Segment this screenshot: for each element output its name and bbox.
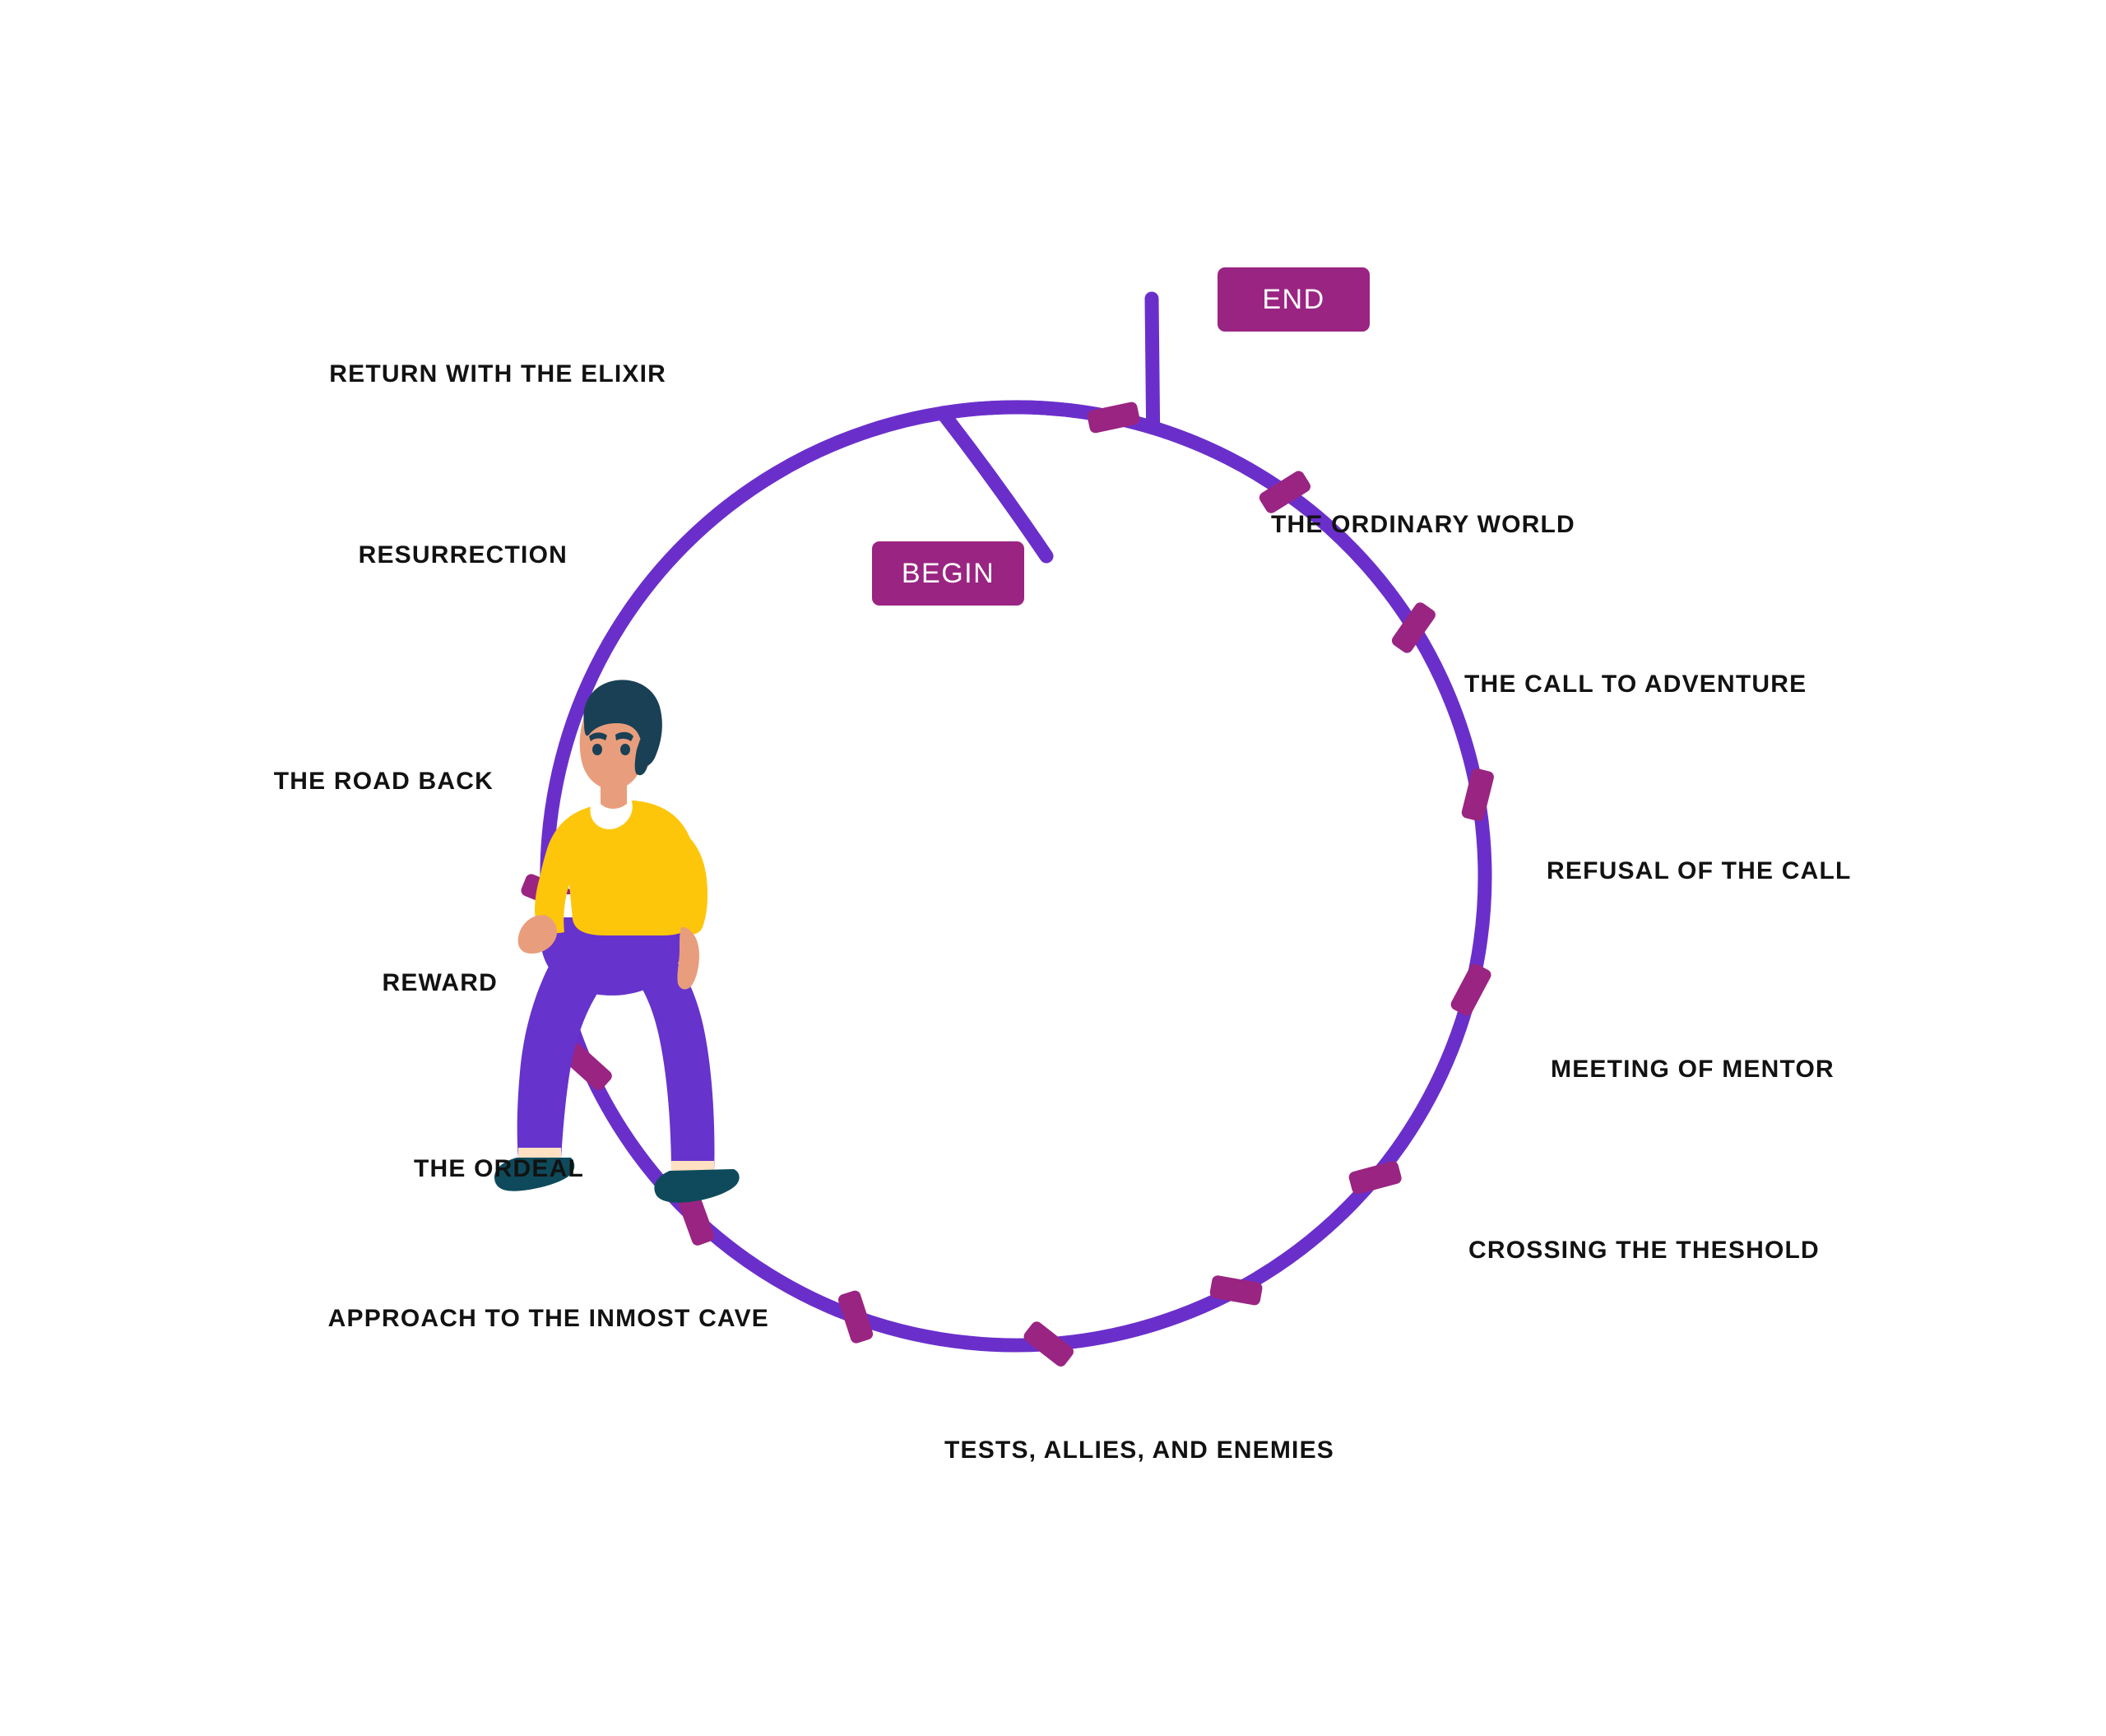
begin-badge[interactable]: BEGIN <box>872 541 1024 606</box>
stage-tick-8[interactable] <box>1022 1319 1076 1368</box>
stage-label-3: REFUSAL OF THE CALL <box>1547 857 1852 884</box>
stage-tick-group <box>521 401 1495 1368</box>
stage-label-7: APPROACH TO THE INMOST CAVE <box>327 1305 769 1332</box>
stage-label-11: RESURRECTION <box>358 541 568 569</box>
stage-tick-6[interactable] <box>1348 1160 1403 1195</box>
stage-tick-10[interactable] <box>677 1191 717 1247</box>
journey-arc-group <box>540 291 1492 1353</box>
stage-label-1: THE ORDINARY WORLD <box>1271 511 1575 538</box>
begin-arc-tail <box>935 406 1054 564</box>
stage-tick-11[interactable] <box>561 1042 615 1093</box>
hero-eyebrow-right <box>615 731 633 741</box>
stage-tick-9[interactable] <box>837 1289 874 1345</box>
hero-left-sleeve <box>535 856 569 928</box>
hero-back-shoe-sole <box>494 1158 575 1191</box>
hero-right-hand <box>677 927 699 990</box>
stage-tick-7[interactable] <box>1209 1274 1264 1306</box>
stage-label-10: THE ROAD BACK <box>273 768 494 795</box>
stage-label-8: THE ORDEAL <box>414 1155 584 1182</box>
stage-label-5: CROSSING THE THESHOLD <box>1468 1237 1820 1264</box>
hero-back-leg <box>517 959 612 1158</box>
stage-label-6: TESTS, ALLIES, AND ENEMIES <box>944 1437 1335 1464</box>
hero-right-sleeve <box>668 829 708 935</box>
hero-left-hand <box>517 915 558 954</box>
stage-label-4: MEETING OF MENTOR <box>1551 1056 1835 1083</box>
hero-walking-figure <box>494 680 740 1203</box>
hero-eye-left <box>592 744 602 755</box>
stage-tick-1[interactable] <box>1086 401 1140 434</box>
stage-tick-5[interactable] <box>1449 962 1493 1018</box>
outer-arc-path <box>540 400 1161 1350</box>
end-badge[interactable]: END <box>1218 267 1370 332</box>
end-arc-tail <box>1144 291 1161 435</box>
hero-hair-sideburn <box>634 740 649 776</box>
stage-tick-2[interactable] <box>1257 469 1312 516</box>
hero-eye-right <box>620 744 630 755</box>
inner-arc-path <box>935 400 1492 1353</box>
stage-label-2: THE CALL TO ADVENTURE <box>1464 671 1807 698</box>
hero-front-shoe-sole <box>654 1169 740 1203</box>
stage-label-12: RETURN WITH THE ELIXIR <box>329 360 666 388</box>
hero-eyebrow-left <box>589 732 607 741</box>
stage-label-9: REWARD <box>382 969 498 996</box>
stage-tick-3[interactable] <box>1389 601 1437 656</box>
stage-tick-4[interactable] <box>1460 768 1495 823</box>
hero-sweater <box>536 801 699 935</box>
